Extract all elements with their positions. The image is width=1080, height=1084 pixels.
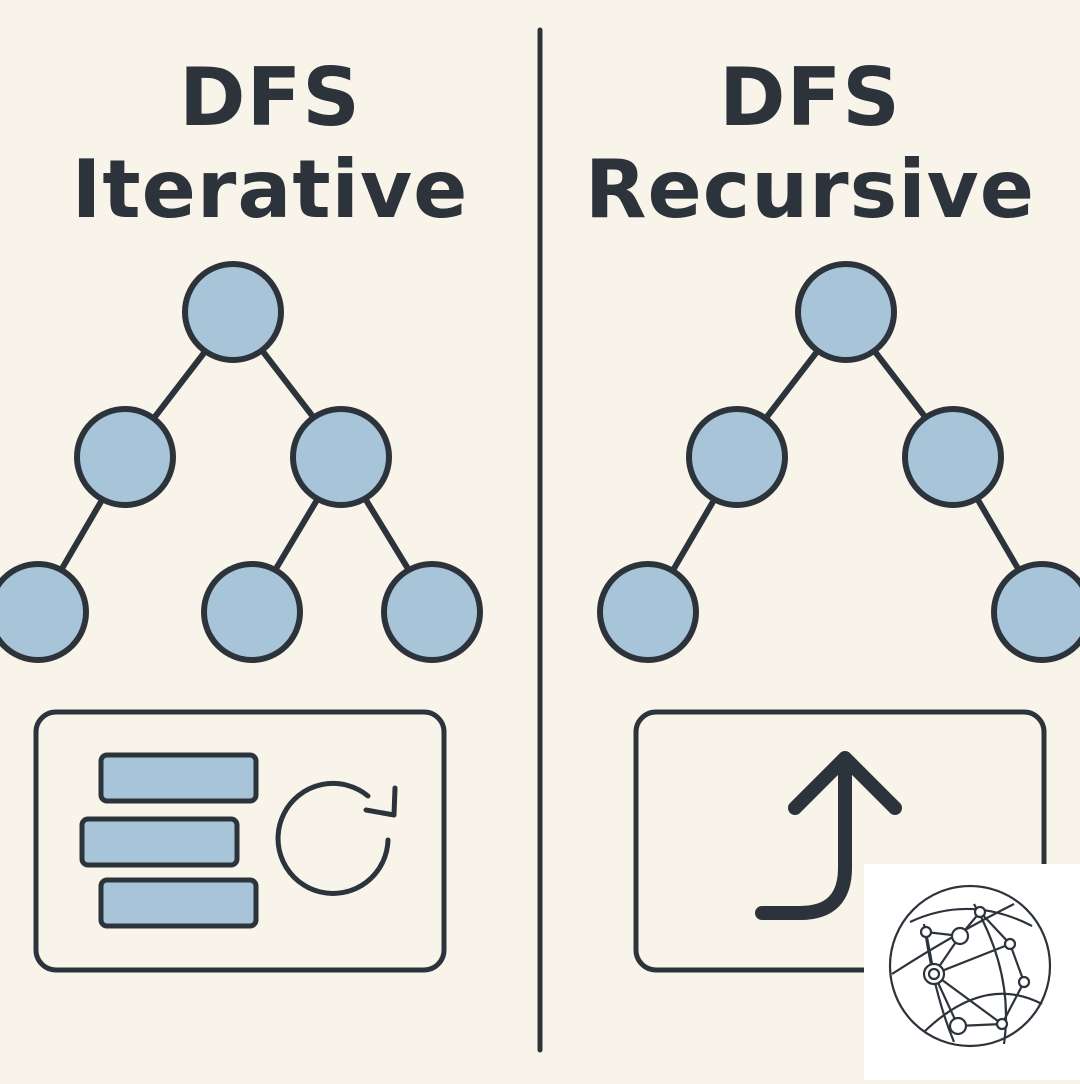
return-up-arrow-icon bbox=[755, 751, 902, 920]
left-title-line1: DFS bbox=[179, 51, 361, 144]
right-recursive-box bbox=[633, 709, 1047, 973]
right-title-line1: DFS bbox=[719, 51, 901, 144]
right-edge-root-a bbox=[763, 350, 819, 421]
left-tree bbox=[57, 350, 413, 575]
right-tree bbox=[669, 350, 1023, 575]
right-node-root bbox=[795, 261, 897, 363]
left-edge-root-a bbox=[151, 350, 207, 421]
left-node-a bbox=[74, 406, 176, 508]
left-edge-b-d bbox=[271, 497, 320, 575]
stack-frame-bottom bbox=[98, 877, 259, 929]
left-node-d bbox=[201, 561, 303, 663]
stack-frame-middle bbox=[79, 816, 240, 868]
logo-badge bbox=[864, 864, 1080, 1080]
loop-arrow-icon bbox=[275, 780, 398, 896]
return-arrow-shaft bbox=[755, 755, 852, 920]
loop-arrowhead bbox=[363, 785, 398, 818]
right-edge-root-b bbox=[873, 350, 929, 421]
left-node-b bbox=[290, 406, 392, 508]
return-arrow-head bbox=[788, 751, 902, 815]
right-edge-b-d bbox=[975, 497, 1023, 575]
left-edge-b-e bbox=[363, 497, 413, 575]
loop-arc bbox=[275, 780, 391, 896]
left-title-line2: Iterative bbox=[71, 143, 469, 236]
stack-icon bbox=[79, 752, 259, 929]
right-node-a bbox=[686, 406, 788, 508]
left-tree-nodes bbox=[0, 261, 483, 663]
right-node-d bbox=[991, 561, 1080, 663]
left-node-c bbox=[0, 561, 89, 663]
left-panel-title: DFS Iterative bbox=[0, 52, 540, 236]
right-node-c bbox=[597, 561, 699, 663]
left-iterative-box bbox=[33, 709, 447, 973]
left-node-e bbox=[381, 561, 483, 663]
right-node-b bbox=[902, 406, 1004, 508]
network-globe-icon bbox=[888, 884, 1052, 1048]
left-node-root bbox=[182, 261, 284, 363]
left-edge-a-c bbox=[57, 497, 105, 575]
right-tree-nodes bbox=[597, 261, 1080, 663]
right-title-line2: Recursive bbox=[584, 143, 1036, 236]
right-panel-title: DFS Recursive bbox=[540, 52, 1080, 236]
stack-frame-top bbox=[98, 752, 259, 804]
left-edge-root-b bbox=[261, 350, 317, 421]
right-edge-a-c bbox=[669, 497, 717, 575]
